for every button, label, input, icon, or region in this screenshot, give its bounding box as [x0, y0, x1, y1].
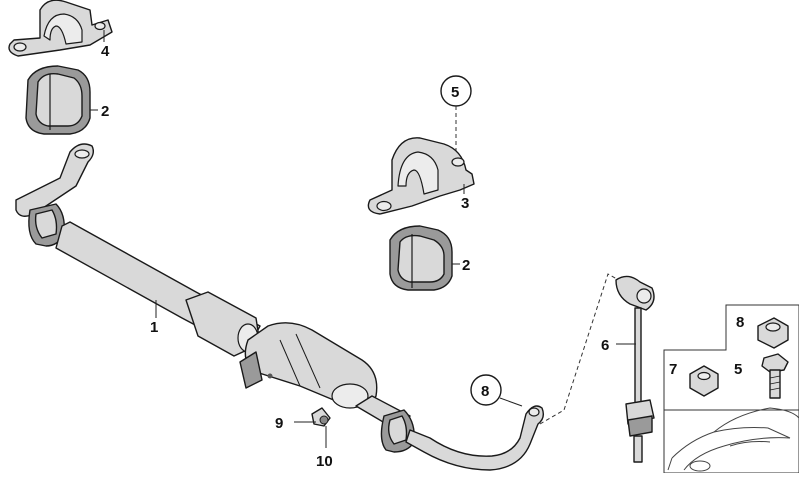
hex-bolt-5: 5 [734, 353, 789, 399]
hardware-box: 8 7 5 [663, 304, 799, 474]
label-5-box: 5 [734, 361, 742, 378]
callout-8: 8 [470, 273, 623, 425]
label-5-circle: 5 [451, 84, 459, 101]
label-2-top: 2 [101, 103, 109, 120]
link-rod: 6 [601, 275, 655, 463]
rubber-mount-top-left: 2 [25, 65, 109, 135]
stabilizer-bar: 1 [15, 143, 545, 471]
label-2-mid: 2 [462, 257, 470, 274]
callout-5: 5 [440, 75, 472, 165]
label-9: 9 [275, 415, 283, 432]
bracket-top-left: 4 [8, 0, 113, 60]
label-6: 6 [601, 337, 609, 354]
label-10: 10 [316, 453, 333, 470]
label-8-circle: 8 [481, 383, 489, 400]
bracket-middle: 3 [367, 137, 475, 215]
label-8-box: 8 [736, 314, 744, 331]
label-3: 3 [461, 195, 469, 212]
rubber-mount-middle: 2 [389, 225, 470, 291]
label-1: 1 [150, 319, 158, 336]
label-7: 7 [669, 361, 677, 378]
nut-7: 7 [669, 361, 719, 397]
collar-nut-8: 8 [736, 314, 789, 349]
bolt-9-10: 9 10 [275, 407, 333, 470]
label-4: 4 [101, 43, 110, 60]
car-silhouette-icon [664, 407, 799, 472]
